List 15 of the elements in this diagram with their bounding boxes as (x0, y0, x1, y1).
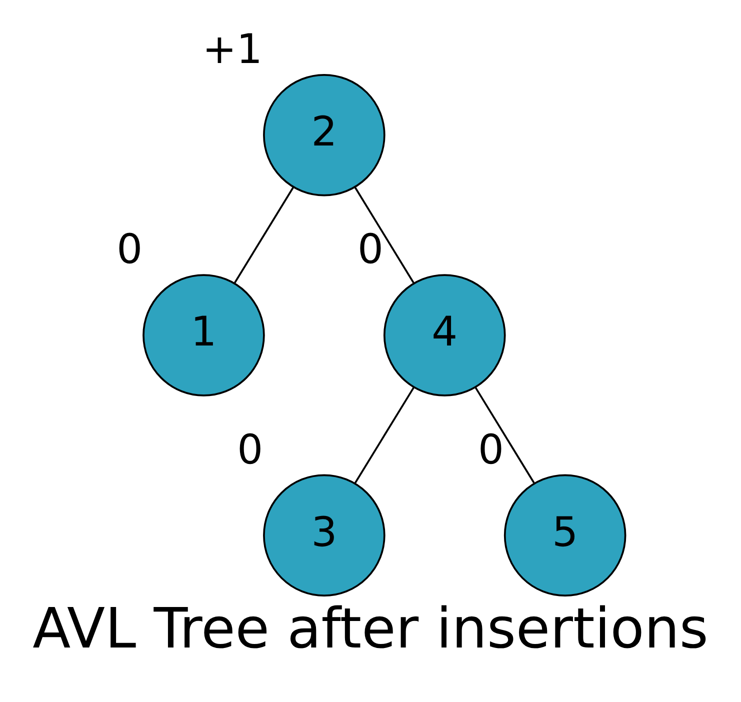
node-label: 0 (358, 225, 384, 274)
connector (354, 186, 414, 284)
connector (354, 386, 415, 484)
caption: AVL Tree after insertions (32, 596, 708, 662)
connector (474, 386, 535, 484)
node-label: 0 (478, 425, 504, 474)
node-label: 0 (116, 225, 143, 274)
node-circle: 5 (504, 474, 626, 597)
node-circle: 2 (263, 74, 386, 196)
node-label: +1 (202, 25, 262, 74)
node-circle: 3 (263, 474, 386, 597)
node-circle: 4 (383, 274, 506, 396)
connector (234, 186, 294, 284)
node-label: 0 (237, 425, 264, 474)
node-circle: 1 (142, 274, 265, 396)
